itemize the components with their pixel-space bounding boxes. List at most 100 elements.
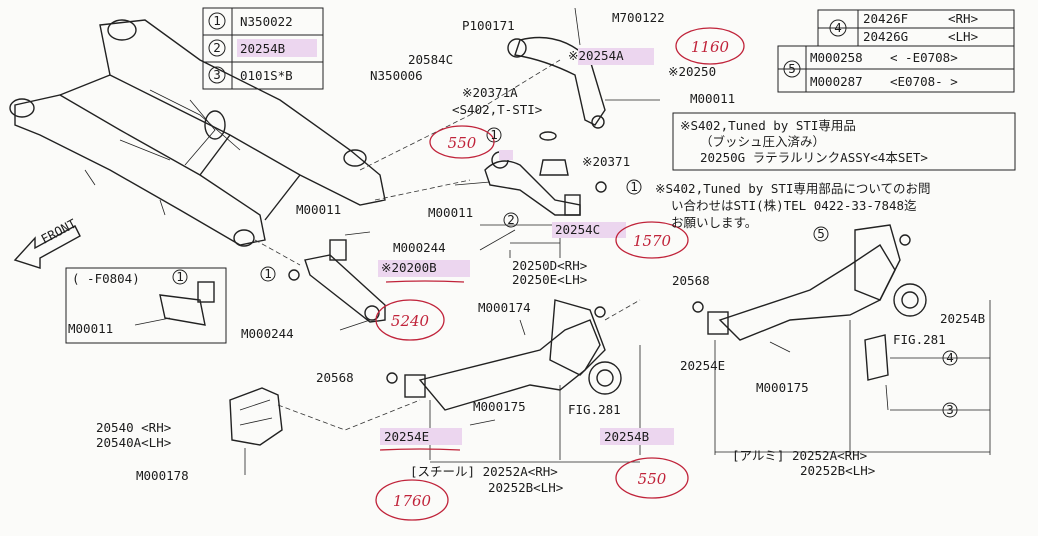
- inset-box: [65, 267, 227, 344]
- legend-1-code-3: 0101S*B: [240, 68, 293, 83]
- note-box-frame: [672, 112, 1016, 171]
- handwritten-1160: 1160: [691, 38, 730, 56]
- label-20254b-b: 20254B: [940, 311, 985, 326]
- label-20540: 20540 <RH>: [96, 420, 171, 435]
- label-fig281-a: FIG.281: [568, 402, 621, 417]
- guide-lines: [254, 59, 641, 431]
- callout-1-b: 1: [630, 179, 638, 194]
- label-m700122: M700122: [612, 10, 665, 25]
- label-m000244-b: M000244: [241, 326, 294, 341]
- part-labels: P100171 M700122 ※20254A ※20250 20584C N3…: [68, 10, 985, 495]
- label-m000175-a: M000175: [473, 399, 526, 414]
- legend-2-num-5: 5: [788, 61, 796, 76]
- legend-2-code-4a: 20426F: [863, 11, 908, 26]
- callout-5: 5: [817, 226, 825, 241]
- legend-2-code-4b: 20426G: [863, 29, 908, 44]
- legend-1-code-2: 20254B: [240, 41, 285, 56]
- legend-2-num-4: 4: [834, 20, 842, 35]
- callout-circles: [172, 127, 958, 418]
- label-alu-a: [アルミ] 20252A<RH>: [732, 448, 867, 463]
- rear-subframe-drawing: [9, 19, 386, 247]
- note-box-line-1: ※S402,Tuned by STI専用品: [680, 118, 856, 133]
- highlight-marks: [378, 48, 674, 445]
- note-box-line-2: （ブッシュ圧入済み）: [700, 134, 825, 149]
- label-20568-a: 20568: [316, 370, 354, 385]
- label-20371: ※20371: [582, 154, 630, 169]
- legend-2-text: 4 20426F <RH> 20426G <LH> 5 M000258 < -E…: [788, 11, 978, 89]
- upper-link-20254a: [507, 7, 660, 129]
- label-20250e: 20250E<LH>: [512, 272, 587, 287]
- note-box-text: ※S402,Tuned by STI専用品 （ブッシュ圧入済み） 20250G …: [680, 118, 928, 165]
- callout-1-d: 1: [176, 269, 184, 284]
- callout-3: 3: [946, 402, 954, 417]
- legend-1-num-3: 3: [213, 67, 221, 82]
- legend-2-side-4a: <RH>: [948, 11, 978, 26]
- aluminium-rear-lateral-link-and-knuckle: [692, 224, 927, 411]
- label-m00011-d: M00011: [68, 321, 113, 336]
- legend-1-code-1: N350022: [240, 14, 293, 29]
- inset-range: ( -F0804): [72, 271, 140, 286]
- label-m000244-a: M000244: [393, 240, 446, 255]
- label-20254b-a: 20254B: [604, 429, 649, 444]
- legend-1-num-1: 1: [213, 13, 221, 28]
- label-20584c: 20584C: [408, 52, 453, 67]
- legend-2-range-5b: <E0708- >: [890, 74, 958, 89]
- label-20250d: 20250D<RH>: [512, 258, 587, 273]
- handwritten-marks: [375, 27, 745, 521]
- callout-4: 4: [946, 350, 954, 365]
- handwritten-1760: 1760: [393, 492, 432, 510]
- label-20371a: ※20371A: [462, 85, 518, 100]
- label-20254c: 20254C: [555, 222, 600, 237]
- steel-rear-lateral-link-and-knuckle: [386, 299, 622, 426]
- label-s402: <S402,T-STI>: [452, 102, 542, 117]
- label-steel-b: 20252B<LH>: [488, 480, 563, 495]
- callout-1-a: 1: [490, 127, 498, 142]
- label-fig281-b: FIG.281: [893, 332, 946, 347]
- callout-2: 2: [507, 212, 515, 227]
- note-line-1: ※S402,Tuned by STI専用部品についてのお問: [655, 181, 931, 196]
- legend-2-code-5b: M000287: [810, 74, 863, 89]
- note-line-3: お願いします。: [671, 215, 757, 230]
- note-line-2: い合わせはSTI(株)TEL 0422-33-7848迄: [671, 198, 917, 213]
- legend-1-num-2: 2: [213, 40, 221, 55]
- legend-2-code-5a: M000258: [810, 50, 863, 65]
- label-m00011-c: M00011: [296, 202, 341, 217]
- label-m000175-b: M000175: [756, 380, 809, 395]
- label-20568-b: 20568: [672, 273, 710, 288]
- legend-2-range-5a: < -E0708>: [890, 50, 958, 65]
- handwritten-numbers: 1160 550 1570 5240 1760 550: [391, 38, 730, 510]
- label-m000178: M000178: [136, 468, 189, 483]
- note-box-line-3: 20250G ラテラルリンクASSY<4本SET>: [700, 150, 928, 165]
- bracket-20540: [229, 387, 283, 475]
- legend-1-text: 1 N350022 2 20254B 3 0101S*B: [213, 13, 292, 83]
- label-m00011-b: M00011: [428, 205, 473, 220]
- legend-box-2: [777, 9, 1015, 93]
- label-20250: ※20250: [668, 64, 716, 79]
- front-label: FRONT: [38, 216, 79, 247]
- handwritten-5240: 5240: [391, 312, 430, 330]
- handwritten-550-b: 550: [638, 470, 667, 488]
- legend-2-side-4b: <LH>: [948, 29, 978, 44]
- label-alu-b: 20252B<LH>: [800, 463, 875, 478]
- note-text: ※S402,Tuned by STI専用部品についてのお問 い合わせはSTI(株…: [655, 181, 931, 230]
- handwritten-550-a: 550: [448, 134, 477, 152]
- label-p100171: P100171: [462, 18, 515, 33]
- label-20254e-b: 20254E: [680, 358, 725, 373]
- front-arrow: [13, 225, 81, 269]
- label-20200b: ※20200B: [381, 260, 437, 275]
- trailing-link-20200b: [288, 231, 386, 331]
- label-n350006: N350006: [370, 68, 423, 83]
- label-m00011-a: M00011: [690, 91, 735, 106]
- handwritten-1570: 1570: [633, 232, 672, 250]
- label-20540a: 20540A<LH>: [96, 435, 171, 450]
- legend-box-1: [202, 7, 324, 90]
- label-m000174: M000174: [478, 300, 531, 315]
- callout-numbers: 1 2 1 1 1 5 4 3: [176, 127, 954, 417]
- label-20254e-a: 20254E: [384, 429, 429, 444]
- callout-1-c: 1: [264, 266, 272, 281]
- lateral-link-20250: [454, 131, 607, 251]
- label-steel-a: [スチール] 20252A<RH>: [410, 464, 558, 479]
- label-20254a: ※20254A: [568, 48, 624, 63]
